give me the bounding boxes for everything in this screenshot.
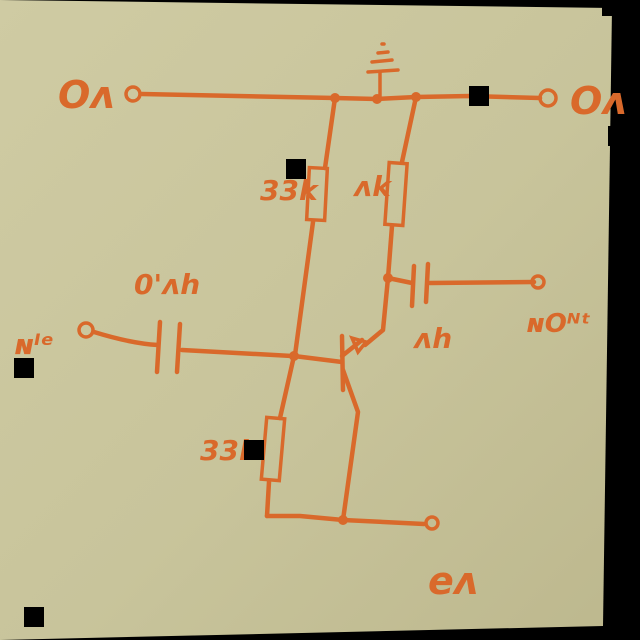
label-terminal-out: ɴOᴺᵗ: [527, 309, 591, 339]
label-terminal-top-right: Oᴧ: [570, 79, 627, 123]
junction-bottom: [338, 515, 348, 525]
paper-sheet: [0, 0, 612, 640]
wire-out-cap-left: [385, 275, 415, 286]
redaction-marker-6: [24, 607, 44, 627]
capacitor-input: [154, 319, 183, 375]
redaction-marker-1: [469, 86, 489, 106]
bottom-rail-wire: [264, 513, 427, 527]
redaction-marker-2: [286, 159, 306, 179]
redaction-marker-5: [244, 440, 264, 460]
resistor-bottom: [259, 415, 287, 483]
terminal-bottom-circle: [424, 515, 440, 531]
redaction-marker-3: [608, 126, 628, 146]
wire-in-left: [91, 329, 161, 348]
capacitor-output: [409, 261, 431, 309]
label-resistor-top-left: 33k: [260, 174, 320, 207]
label-resistor-top-right: ᴧk: [352, 170, 393, 203]
wire-collector: [362, 223, 395, 348]
redaction-marker-7: [602, 2, 622, 16]
terminal-top-right-circle: [538, 88, 558, 108]
label-terminal-in: ɴᴵᵉ: [15, 328, 54, 361]
resistor-top-left: [304, 165, 330, 223]
wire-bottom-left-upper: [277, 353, 297, 421]
ground-symbol: [366, 42, 400, 101]
redaction-marker-4: [14, 358, 34, 378]
wire-top-right-branch: [399, 94, 419, 165]
wire-bottom-left-lower: [264, 479, 272, 519]
label-cap-in: 0'ᴧh: [134, 268, 200, 301]
label-cap-out: ᴧh: [412, 322, 452, 355]
transistor: [291, 333, 370, 523]
label-terminal-bottom: eᴧ: [428, 559, 479, 603]
top-rail-wire: [139, 91, 543, 102]
label-terminal-top-left: Oᴧ: [58, 73, 115, 117]
wire-left-vertical: [292, 219, 316, 358]
wire-in-right: [179, 347, 295, 359]
terminal-out-circle: [530, 274, 546, 290]
wire-top-left-branch: [322, 95, 338, 171]
wire-out-cap-right: [427, 279, 537, 286]
